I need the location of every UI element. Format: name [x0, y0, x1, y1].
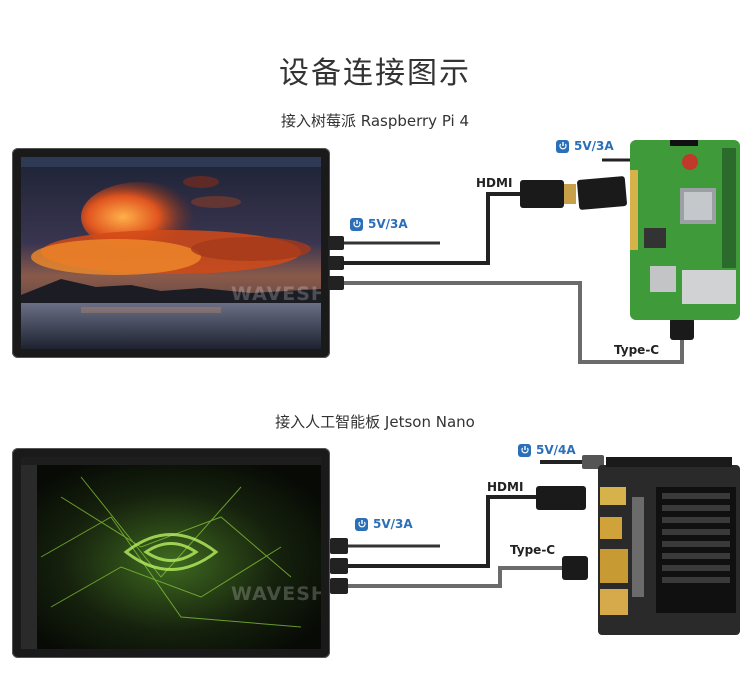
page-title: 设备连接图示	[279, 56, 471, 91]
power-icon	[518, 443, 531, 457]
section-heading-raspberry: 接入树莓派 Raspberry Pi 4	[280, 112, 470, 130]
section-heading-jetson: 接入人工智能板 Jetson Nano	[275, 413, 475, 431]
monitor-jetson: WAVESHARE	[12, 448, 330, 658]
power-label-board: 5V/4A	[518, 443, 576, 457]
power-icon	[355, 517, 368, 531]
power-label-monitor: 5V/3A	[350, 217, 408, 231]
hdmi-label: HDMI	[487, 480, 524, 494]
jetson-nano-board	[598, 457, 740, 635]
raspberry-logo-icon	[682, 154, 698, 170]
power-label-board: 5V/3A	[556, 139, 614, 153]
raspberry-pi-board	[630, 136, 740, 320]
watermark: WAVESHARE	[231, 283, 321, 305]
hdmi-label: HDMI	[476, 176, 513, 190]
monitor-screen-nvidia: WAVESHARE	[21, 457, 321, 649]
monitor-screen-sunset: WAVESHARE	[21, 157, 321, 349]
power-label-monitor: 5V/3A	[355, 517, 413, 531]
watermark: WAVESHARE	[231, 583, 321, 605]
power-icon	[350, 217, 363, 231]
monitor-raspberry: WAVESHARE	[12, 148, 330, 358]
power-icon	[556, 139, 569, 153]
typec-label: Type-C	[510, 543, 556, 557]
sunset-wallpaper	[21, 157, 321, 349]
nvidia-wallpaper	[21, 457, 321, 649]
typec-label: Type-C	[614, 343, 660, 357]
